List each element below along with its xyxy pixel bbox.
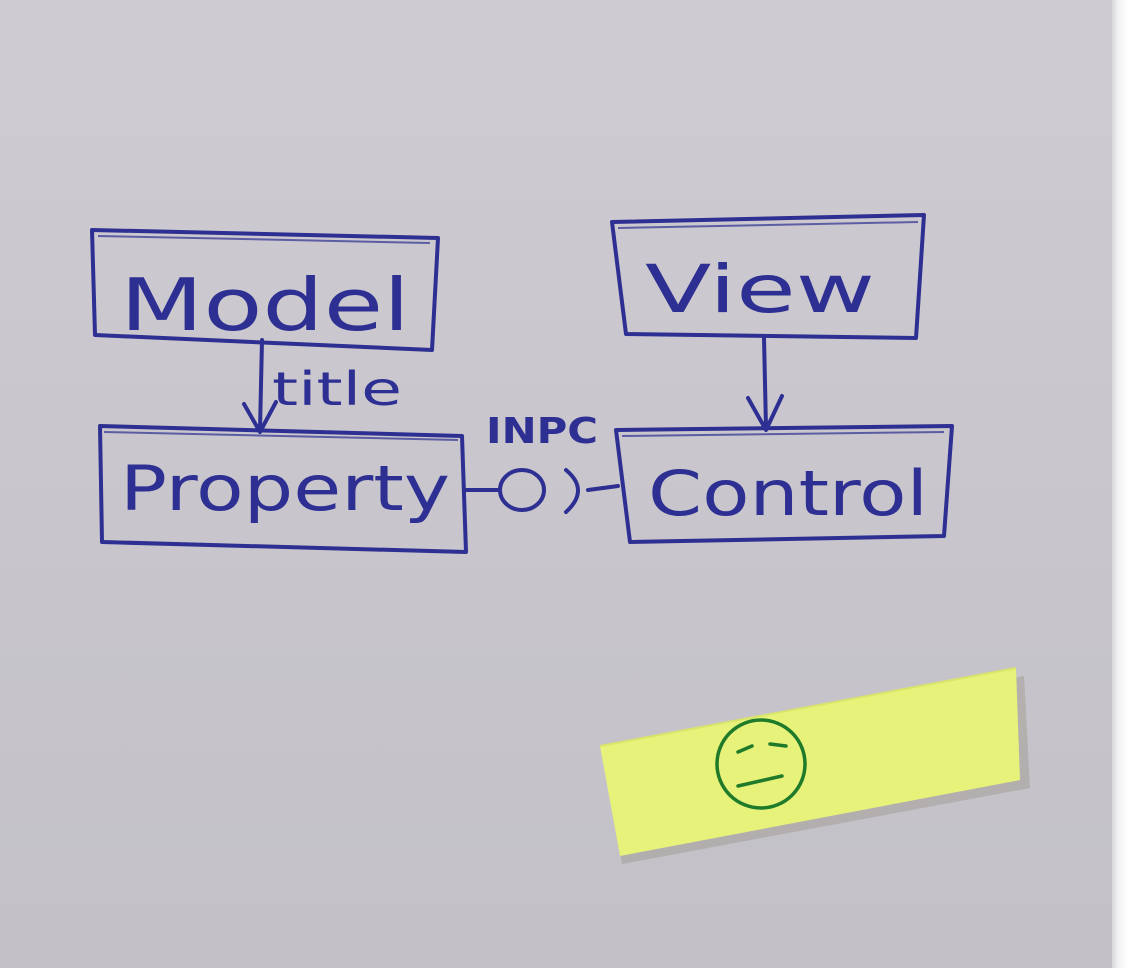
property-box [98, 424, 468, 554]
model-label: Model [120, 263, 410, 347]
node-view: View [610, 213, 926, 340]
confused-face-icon [715, 718, 807, 810]
paper-edge [1112, 0, 1128, 968]
node-property: Property [98, 424, 468, 554]
model-box [90, 228, 440, 352]
view-label: View [645, 251, 875, 328]
control-label: Control [648, 457, 928, 530]
edge-model-to-property: title [242, 338, 402, 434]
edge-view-to-control [746, 336, 784, 432]
node-model: Model [90, 228, 440, 352]
arrowhead-view-control [746, 394, 784, 432]
edge-inpc-interface: INPC [462, 411, 620, 514]
inpc-edge-label: INPC [486, 411, 598, 452]
interface-lollipop-icon [498, 468, 546, 512]
view-box [610, 213, 926, 340]
control-box [614, 424, 954, 544]
property-label: Property [120, 452, 450, 525]
arrowhead-model-property [242, 400, 278, 434]
title-edge-label: title [272, 362, 402, 416]
node-control: Control [614, 424, 954, 544]
sticky-note-paper [600, 668, 1020, 856]
sticky-note [599, 667, 1030, 864]
interface-socket-icon [564, 468, 580, 514]
